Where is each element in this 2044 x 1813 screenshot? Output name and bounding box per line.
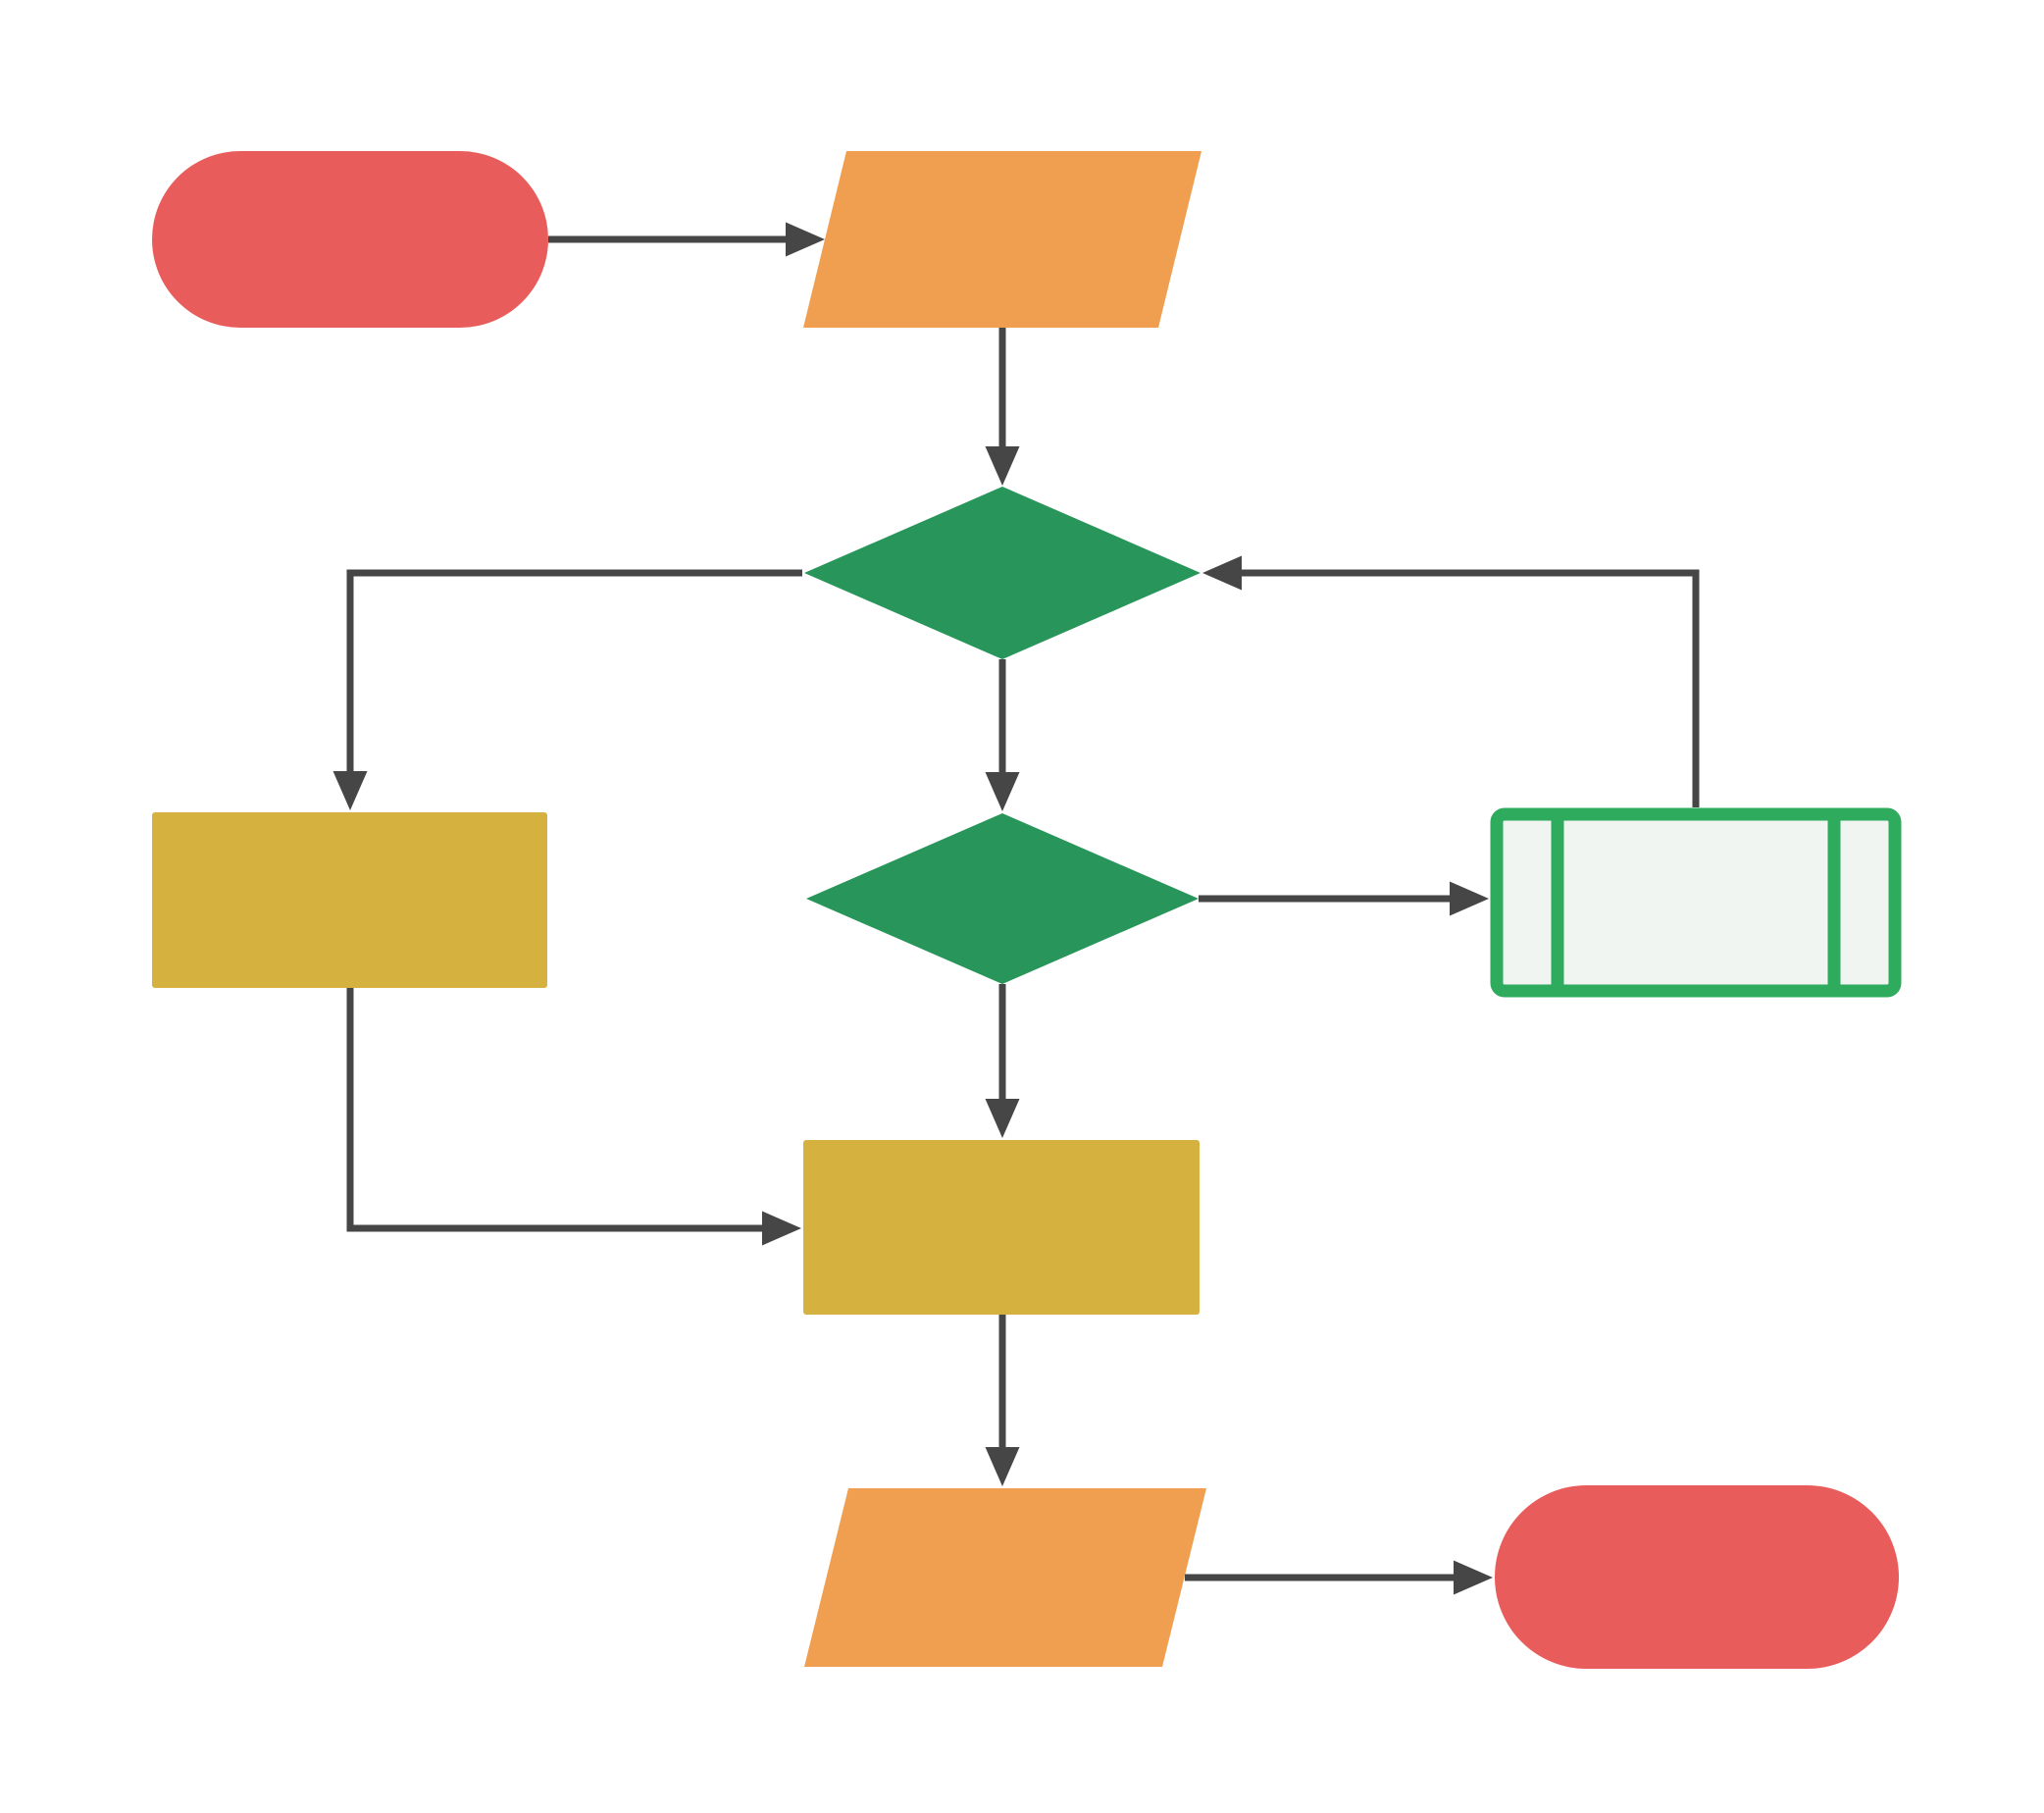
decision-diamond-top[interactable] bbox=[804, 487, 1201, 659]
process-box-left[interactable] bbox=[152, 812, 547, 988]
io-parallelogram-top[interactable] bbox=[803, 151, 1201, 328]
arrowhead bbox=[762, 1211, 801, 1246]
decision-diamond-middle[interactable] bbox=[806, 813, 1199, 984]
connector-start-to-io-top[interactable] bbox=[548, 222, 825, 257]
arrowhead bbox=[332, 771, 368, 810]
start-terminator[interactable] bbox=[152, 151, 548, 328]
arrowhead bbox=[985, 1447, 1020, 1486]
connector-io-top-to-decision-top[interactable] bbox=[985, 328, 1020, 486]
connector-decision-mid-to-process-mid[interactable] bbox=[985, 984, 1020, 1138]
connector-process-left-to-process-mid[interactable] bbox=[346, 988, 801, 1246]
connector-decision-top-to-process-left[interactable] bbox=[332, 569, 803, 810]
connector-decision-mid-to-predefined[interactable] bbox=[1199, 881, 1489, 916]
io-parallelogram-bottom[interactable] bbox=[804, 1488, 1206, 1667]
connector-line bbox=[1234, 569, 1700, 807]
predefined-process-box[interactable] bbox=[1490, 807, 1902, 998]
arrowhead bbox=[985, 446, 1020, 486]
end-terminator[interactable] bbox=[1495, 1485, 1899, 1669]
connector-decision-top-to-decision-mid[interactable] bbox=[985, 659, 1020, 811]
process-box-middle[interactable] bbox=[803, 1140, 1200, 1315]
connector-line bbox=[346, 569, 802, 779]
connector-io-bottom-to-end[interactable] bbox=[1185, 1560, 1493, 1595]
connector-line bbox=[346, 988, 770, 1232]
arrowhead bbox=[1450, 881, 1489, 916]
arrowhead bbox=[985, 772, 1020, 811]
arrowhead bbox=[786, 222, 825, 257]
predefined-outer-rect bbox=[1490, 807, 1902, 998]
arrowhead bbox=[985, 1099, 1020, 1138]
connector-process-mid-to-io-bottom[interactable] bbox=[985, 1315, 1020, 1486]
connector-predefined-to-decision-top[interactable] bbox=[1202, 555, 1700, 808]
arrowhead bbox=[1454, 1560, 1493, 1595]
arrowhead bbox=[1202, 555, 1242, 591]
